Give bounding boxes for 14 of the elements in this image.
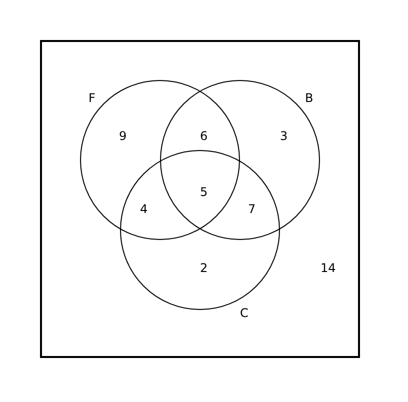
region-count: 9: [119, 129, 127, 143]
region-count: 6: [200, 129, 208, 143]
region-count: 3: [280, 129, 288, 143]
region-count: 14: [320, 261, 336, 275]
set-label: B: [305, 91, 314, 105]
set-label: C: [240, 306, 248, 320]
set-circle: [160, 80, 320, 240]
region-count: 4: [140, 202, 148, 216]
set-circle: [80, 80, 240, 240]
set-label: F: [88, 91, 96, 105]
region-count: 2: [200, 261, 208, 275]
region-count: 7: [248, 202, 256, 216]
region-count: 5: [200, 185, 208, 199]
universe-rectangle: [40, 40, 360, 358]
